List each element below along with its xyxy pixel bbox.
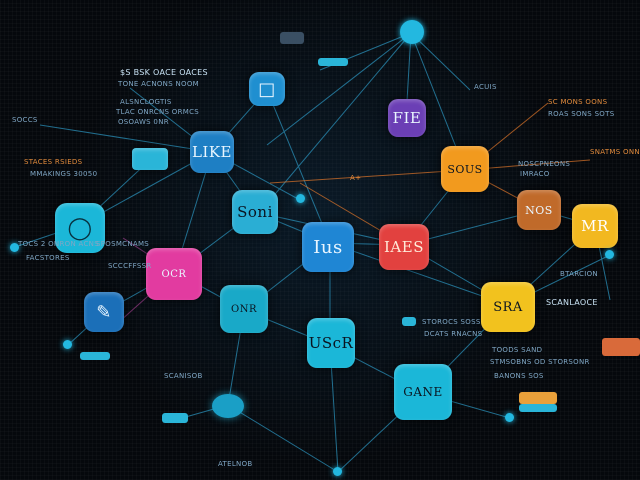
label: $S BSK OACE OACES: [120, 68, 208, 77]
node-ius[interactable]: Ius: [302, 222, 354, 272]
label: A+: [350, 174, 362, 182]
node-soni[interactable]: Soni: [232, 190, 278, 234]
pen-icon: ✎: [96, 301, 112, 323]
node-sous[interactable]: SOUS: [441, 146, 489, 192]
chip-orange-right: [602, 338, 640, 356]
label: DCATS RNACNS: [424, 330, 483, 338]
label: ACUIS: [474, 83, 497, 91]
label: SOCCS: [12, 116, 38, 124]
chip-cyan-bottom: [519, 404, 557, 412]
label: TOODS SAND: [492, 346, 543, 354]
node-edit[interactable]: ✎: [84, 292, 124, 332]
node-fie[interactable]: FIE: [388, 99, 426, 137]
dot-5: [605, 250, 614, 259]
node-sra[interactable]: SRA: [481, 282, 535, 332]
node-nos[interactable]: NOS: [517, 190, 561, 230]
chip-orange-bottom: [519, 392, 557, 404]
chip-cyan-mid: [402, 317, 416, 326]
dot-4: [296, 194, 305, 203]
label: STMSOBNS OD STORSONR: [490, 358, 590, 366]
dot-6: [63, 340, 72, 349]
screen-icon: ◯: [67, 215, 93, 241]
chip-cyan-left: [80, 352, 110, 360]
hub-dot-top: [400, 20, 424, 44]
node-mr[interactable]: MR: [572, 204, 618, 248]
node-chat[interactable]: □: [249, 72, 285, 106]
node-uscr[interactable]: UScR: [307, 318, 355, 368]
label: STOROCS SOSS: [422, 318, 481, 326]
label: OSOAWS 0NR: [118, 118, 169, 126]
chip-slate-top: [280, 32, 304, 44]
label: TONE ACNONS NOOM: [118, 80, 199, 88]
node-onr[interactable]: ONR: [220, 285, 268, 333]
label: ALSNCLOGTIS: [120, 98, 172, 106]
label: SCANISOB: [164, 372, 203, 380]
chip-cyan-top: [318, 58, 348, 66]
label: TLAC ONRCNS ORMCS: [116, 108, 200, 116]
node-card-left[interactable]: [132, 148, 168, 170]
label: BTARCION: [560, 270, 598, 278]
dot-1: [10, 243, 19, 252]
label: ATELNOB: [218, 460, 253, 468]
node-screen[interactable]: ◯: [55, 203, 105, 253]
label: ROAS SONS SOTS: [548, 110, 615, 118]
label: SPOSMCNAMS: [96, 240, 150, 248]
node-gane[interactable]: GANE: [394, 364, 452, 420]
node-iaes[interactable]: IAES: [379, 224, 429, 270]
dot-3: [505, 413, 514, 422]
node-ocr[interactable]: OCR: [146, 248, 202, 300]
label: NOSCPNEONS: [518, 160, 571, 168]
label: SCANLAOCE: [546, 298, 598, 307]
label: SNATMS ONNOS: [590, 148, 640, 156]
chat-icon: □: [258, 78, 276, 100]
label: FACSTORES: [26, 254, 70, 262]
label: IMRACO: [520, 170, 550, 178]
node-ons-ring[interactable]: [212, 394, 244, 418]
label: TOCS 2 ONRON ACNS: [18, 240, 99, 248]
node-like[interactable]: LIKE: [190, 131, 234, 173]
label: SC MONS OONS: [548, 98, 608, 106]
label: MMAKINGS 30050: [30, 170, 98, 178]
label: BANONS SOS: [494, 372, 544, 380]
label: STACES RSIEDS: [24, 158, 83, 166]
label: SCCCFFSSR: [108, 262, 152, 270]
chip-cyan-bottom-left: [162, 413, 188, 423]
dot-2: [333, 467, 342, 476]
